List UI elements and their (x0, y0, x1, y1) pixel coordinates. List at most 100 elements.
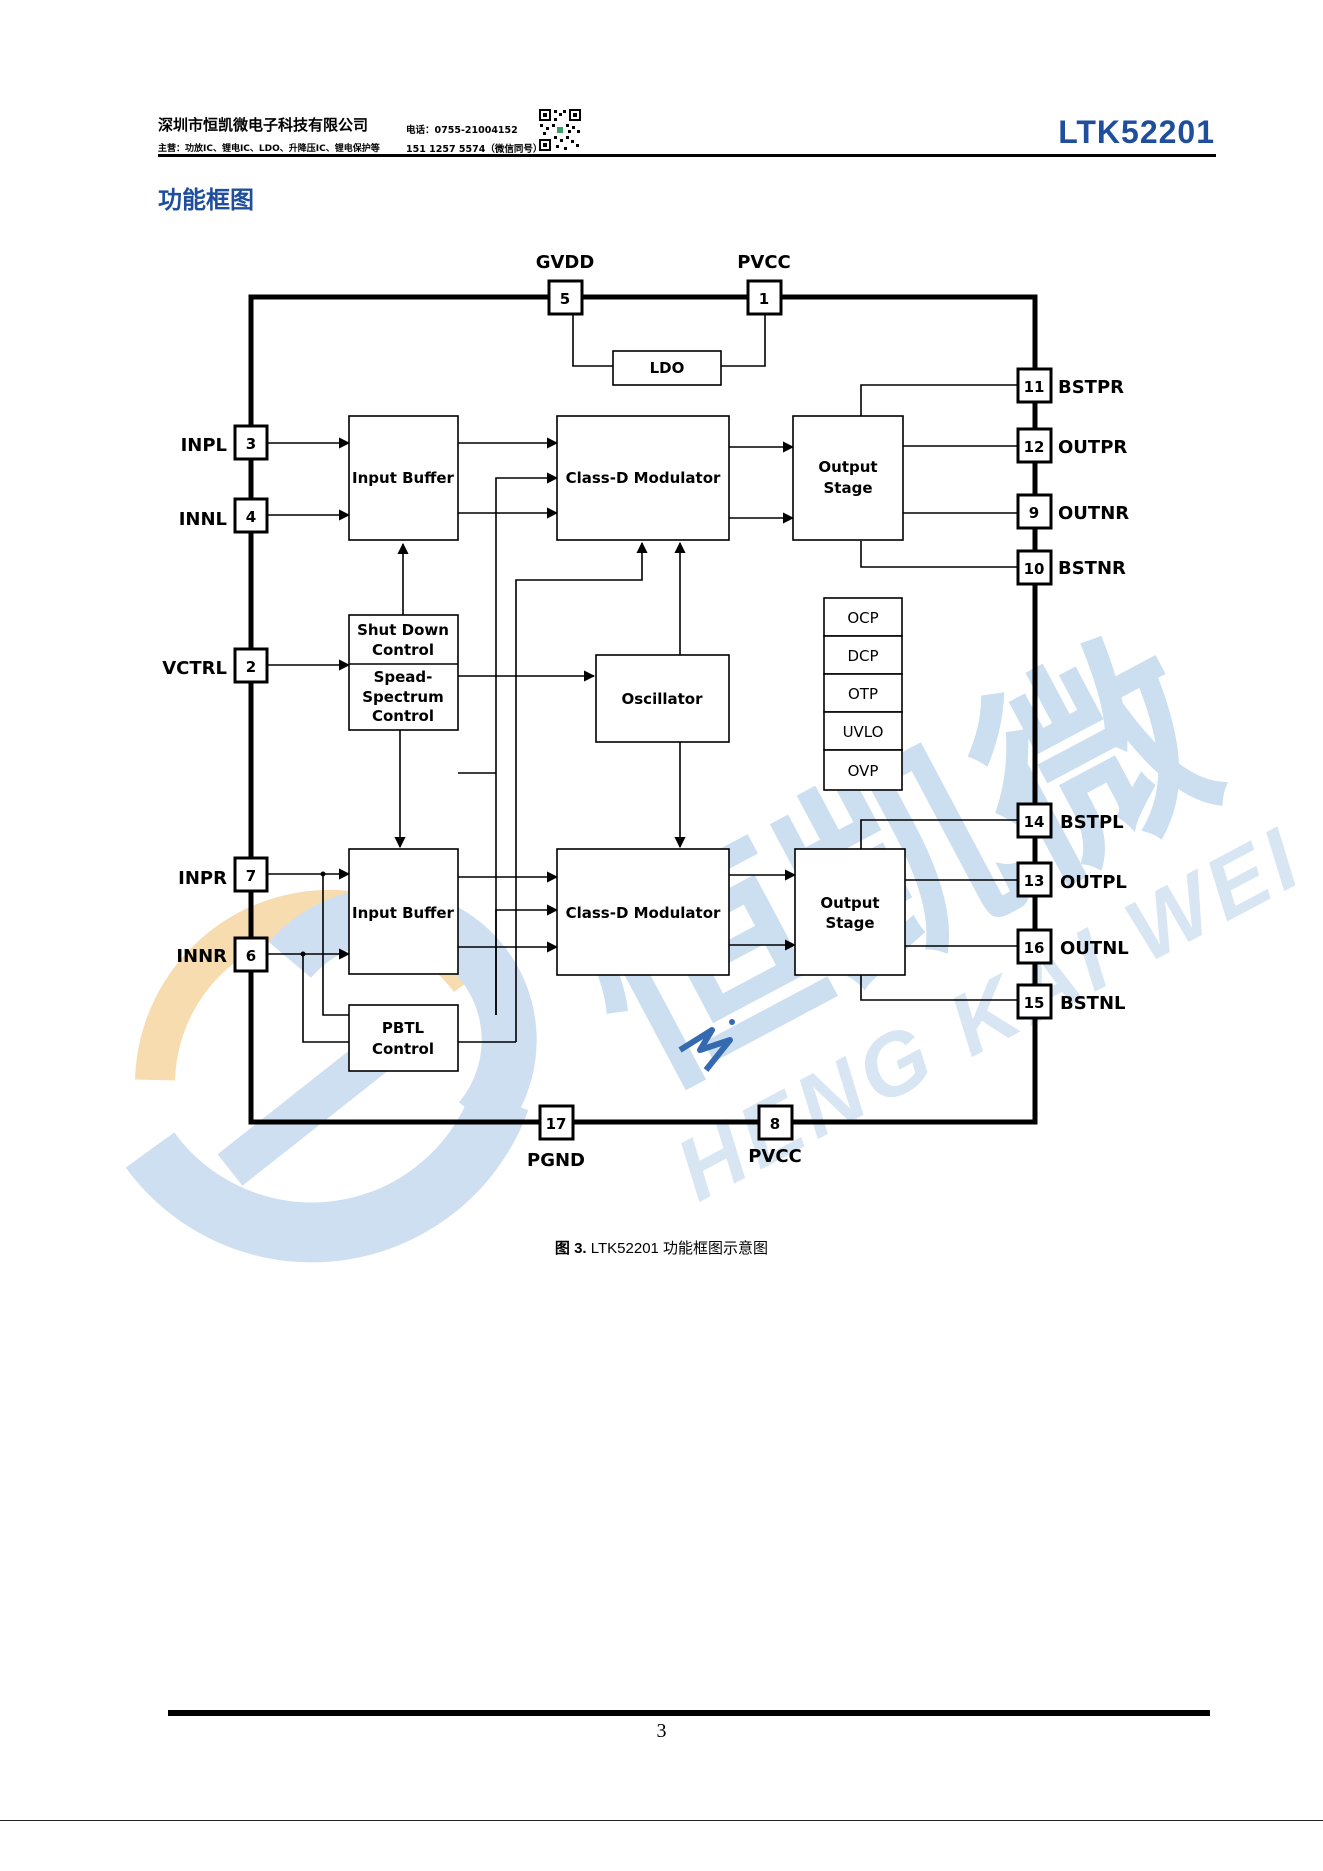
company-phone: 电话：0755-21004152 (406, 125, 518, 136)
svg-text:PVCC: PVCC (748, 1146, 802, 1167)
svg-text:Spectrum: Spectrum (362, 688, 443, 706)
svg-text:6: 6 (246, 947, 256, 965)
output-stage-bottom-block: Output Stage (794, 848, 906, 976)
svg-text:OUTNR: OUTNR (1058, 503, 1129, 524)
svg-text:INPL: INPL (181, 435, 227, 456)
svg-text:4: 4 (246, 508, 256, 526)
header-divider (158, 154, 1216, 157)
svg-text:8: 8 (770, 1115, 780, 1133)
pin-inpl: 3 INPL (181, 424, 269, 461)
svg-text:Control: Control (372, 1040, 434, 1058)
qr-code-icon (538, 108, 582, 152)
svg-text:7: 7 (246, 867, 256, 885)
watermark: 恒凯微 HENG KAI WEI (125, 599, 1319, 1263)
pin-outpl: 13 OUTPL (1016, 861, 1127, 898)
company-name: 深圳市恒凯微电子科技有限公司 (158, 116, 369, 134)
svg-text:15: 15 (1024, 994, 1045, 1012)
uvlo-label: UVLO (843, 723, 884, 741)
otp-label: OTP (848, 685, 878, 703)
pin-bstnr: 10 BSTNR (1016, 549, 1126, 586)
svg-text:5: 5 (560, 290, 570, 308)
svg-text:16: 16 (1024, 939, 1045, 957)
input-buffer-right-block: Input Buffer (348, 848, 459, 975)
pin-innl: 4 INNL (179, 497, 269, 534)
svg-text:BSTNL: BSTNL (1060, 993, 1126, 1014)
svg-text:INNL: INNL (179, 509, 227, 530)
svg-text:2: 2 (246, 658, 256, 676)
svg-text:12: 12 (1024, 438, 1045, 456)
pin-vctrl: 2 VCTRL (162, 647, 269, 684)
svg-text:BSTNR: BSTNR (1058, 558, 1126, 579)
company-mobile: 151 1257 5574（微信同号） (406, 144, 543, 155)
input-buffer-left-block: Input Buffer (348, 415, 459, 541)
svg-text:Input Buffer: Input Buffer (352, 904, 455, 922)
pin-innr: 6 INNR (176, 936, 269, 973)
svg-text:17: 17 (546, 1115, 567, 1133)
oscillator-block: Oscillator (595, 654, 730, 743)
svg-text:11: 11 (1024, 378, 1045, 396)
svg-text:Shut Down: Shut Down (357, 621, 449, 639)
section-title: 功能框图 (158, 186, 254, 214)
svg-text:14: 14 (1024, 813, 1045, 831)
svg-text:Output: Output (820, 894, 879, 912)
page-bottom-divider (0, 1820, 1323, 1821)
hengkaiwei-logo-icon (678, 1019, 735, 1072)
svg-text:LDO: LDO (650, 359, 685, 377)
svg-text:3: 3 (246, 435, 256, 453)
pin-pgnd: 17 PGND (527, 1104, 585, 1171)
figure-number: 图 3. (554, 1240, 587, 1257)
svg-text:10: 10 (1024, 560, 1045, 578)
company-business: 主营：功放IC、锂电IC、LDO、升降压IC、锂电保护等 (158, 144, 380, 154)
dcp-label: DCP (847, 647, 878, 665)
svg-text:GVDD: GVDD (536, 252, 595, 273)
protection-blocks: OCP DCP OTP UVLO OVP (823, 597, 903, 791)
pin-bstpl: 14 BSTPL (1016, 802, 1124, 839)
pin-outnl: 16 OUTNL (1016, 928, 1129, 965)
pin-pvcc-top: 1 PVCC (737, 252, 791, 316)
svg-text:OUTNL: OUTNL (1060, 938, 1129, 959)
svg-text:Oscillator: Oscillator (622, 690, 704, 708)
ocp-label: OCP (847, 609, 878, 627)
svg-text:INNR: INNR (176, 946, 227, 967)
class-d-modulator-right-block: Class-D Modulator (556, 848, 730, 976)
svg-text:1: 1 (759, 290, 769, 308)
ldo-block: LDO (612, 350, 722, 386)
figure-caption: 图 3. LTK52201 功能框图示意图 (0, 1237, 1323, 1258)
svg-text:PBTL: PBTL (382, 1019, 425, 1037)
pin-bstnl: 15 BSTNL (1016, 983, 1126, 1020)
chip-outline (248, 294, 1038, 1125)
svg-text:BSTPR: BSTPR (1058, 377, 1124, 398)
svg-text:13: 13 (1024, 872, 1045, 890)
svg-text:Stage: Stage (825, 914, 874, 932)
svg-text:Input Buffer: Input Buffer (352, 469, 455, 487)
figure-text: LTK52201 功能框图示意图 (590, 1240, 769, 1257)
pbtl-control-block: PBTL Control (348, 1004, 459, 1072)
ovp-label: OVP (848, 762, 879, 780)
svg-text:Control: Control (372, 641, 434, 659)
output-stage-top-block: Output Stage (792, 415, 904, 541)
svg-text:PVCC: PVCC (737, 252, 791, 273)
pin-gvdd: 5 GVDD (536, 252, 595, 316)
part-number: LTK52201 (1058, 114, 1215, 150)
svg-text:Class-D Modulator: Class-D Modulator (566, 469, 721, 487)
svg-text:Spead-: Spead- (374, 668, 433, 686)
pin-outpr: 12 OUTPR (1016, 427, 1127, 464)
svg-text:BSTPL: BSTPL (1060, 812, 1124, 833)
pin-outnr: 9 OUTNR (1016, 493, 1129, 530)
page-number: 3 (656, 1720, 667, 1742)
svg-text:OUTPR: OUTPR (1058, 437, 1127, 458)
svg-text:OUTPL: OUTPL (1060, 872, 1127, 893)
svg-text:INPR: INPR (178, 868, 227, 889)
shutdown-control-block: Shut Down Control Spead- Spectrum Contro… (348, 614, 459, 731)
svg-text:PGND: PGND (527, 1150, 585, 1171)
pin-pvcc-bottom: 8 PVCC (748, 1104, 802, 1167)
svg-text:Class-D Modulator: Class-D Modulator (566, 904, 721, 922)
svg-text:Stage: Stage (823, 479, 872, 497)
pin-inpr: 7 INPR (178, 856, 269, 893)
svg-text:9: 9 (1029, 504, 1039, 522)
svg-text:Output: Output (818, 458, 877, 476)
class-d-modulator-left-block: Class-D Modulator (556, 415, 730, 541)
svg-text:VCTRL: VCTRL (162, 658, 227, 679)
pin-bstpr: 11 BSTPR (1016, 367, 1124, 404)
